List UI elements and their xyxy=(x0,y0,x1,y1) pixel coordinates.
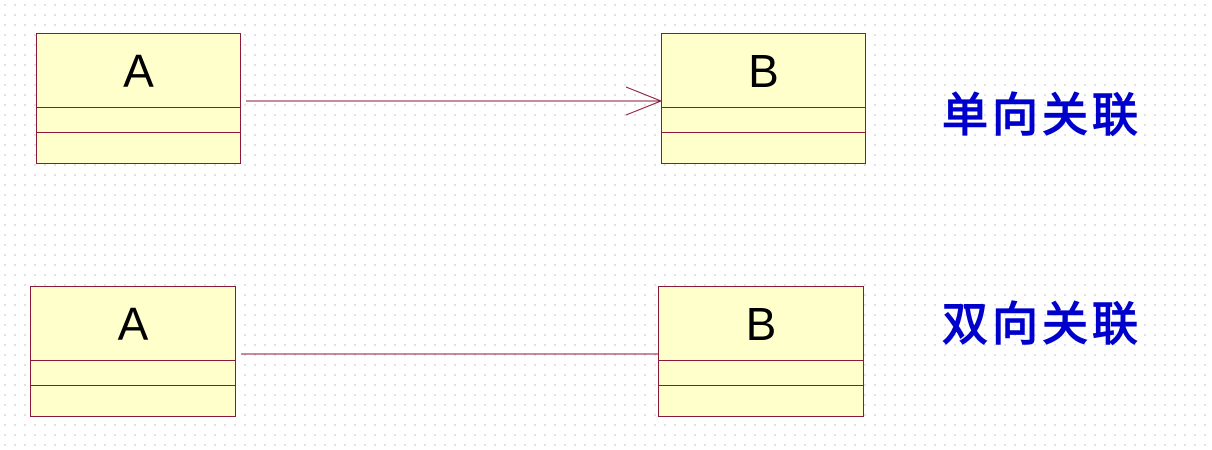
caption-bidirectional-association: 双向关联 xyxy=(942,297,1142,351)
class-box-b-bottom: B xyxy=(658,286,864,417)
operations-compartment xyxy=(662,133,865,163)
operations-compartment xyxy=(37,133,240,163)
attributes-compartment xyxy=(662,108,865,133)
caption-unidirectional-association: 单向关联 xyxy=(942,88,1142,142)
operations-compartment xyxy=(659,386,863,416)
class-name: A xyxy=(37,34,240,108)
class-name: B xyxy=(659,287,863,361)
class-box-a-top: A xyxy=(36,33,241,164)
attributes-compartment xyxy=(659,361,863,386)
attributes-compartment xyxy=(31,361,235,386)
operations-compartment xyxy=(31,386,235,416)
class-name: A xyxy=(31,287,235,361)
class-name: B xyxy=(662,34,865,108)
class-box-a-bottom: A xyxy=(30,286,236,417)
attributes-compartment xyxy=(37,108,240,133)
class-box-b-top: B xyxy=(661,33,866,164)
